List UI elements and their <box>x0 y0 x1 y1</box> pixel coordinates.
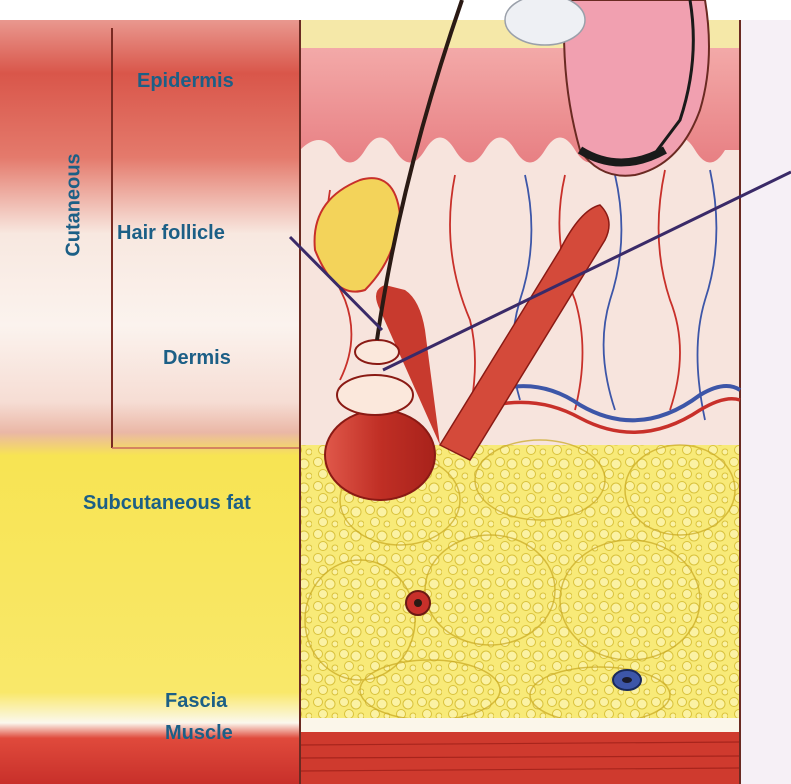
hair-follicle-label: Hair follicle <box>117 220 225 246</box>
dermis-label: Dermis <box>163 345 231 371</box>
left-layer-band <box>0 20 300 784</box>
cutaneous-label: Cutaneous <box>63 153 86 256</box>
epidermis-label: Epidermis <box>137 68 234 94</box>
subcutaneous-fat-label: Subcutaneous fat <box>83 490 283 516</box>
fascia-label: Fascia <box>165 688 227 714</box>
muscle-label: Muscle <box>165 720 233 746</box>
